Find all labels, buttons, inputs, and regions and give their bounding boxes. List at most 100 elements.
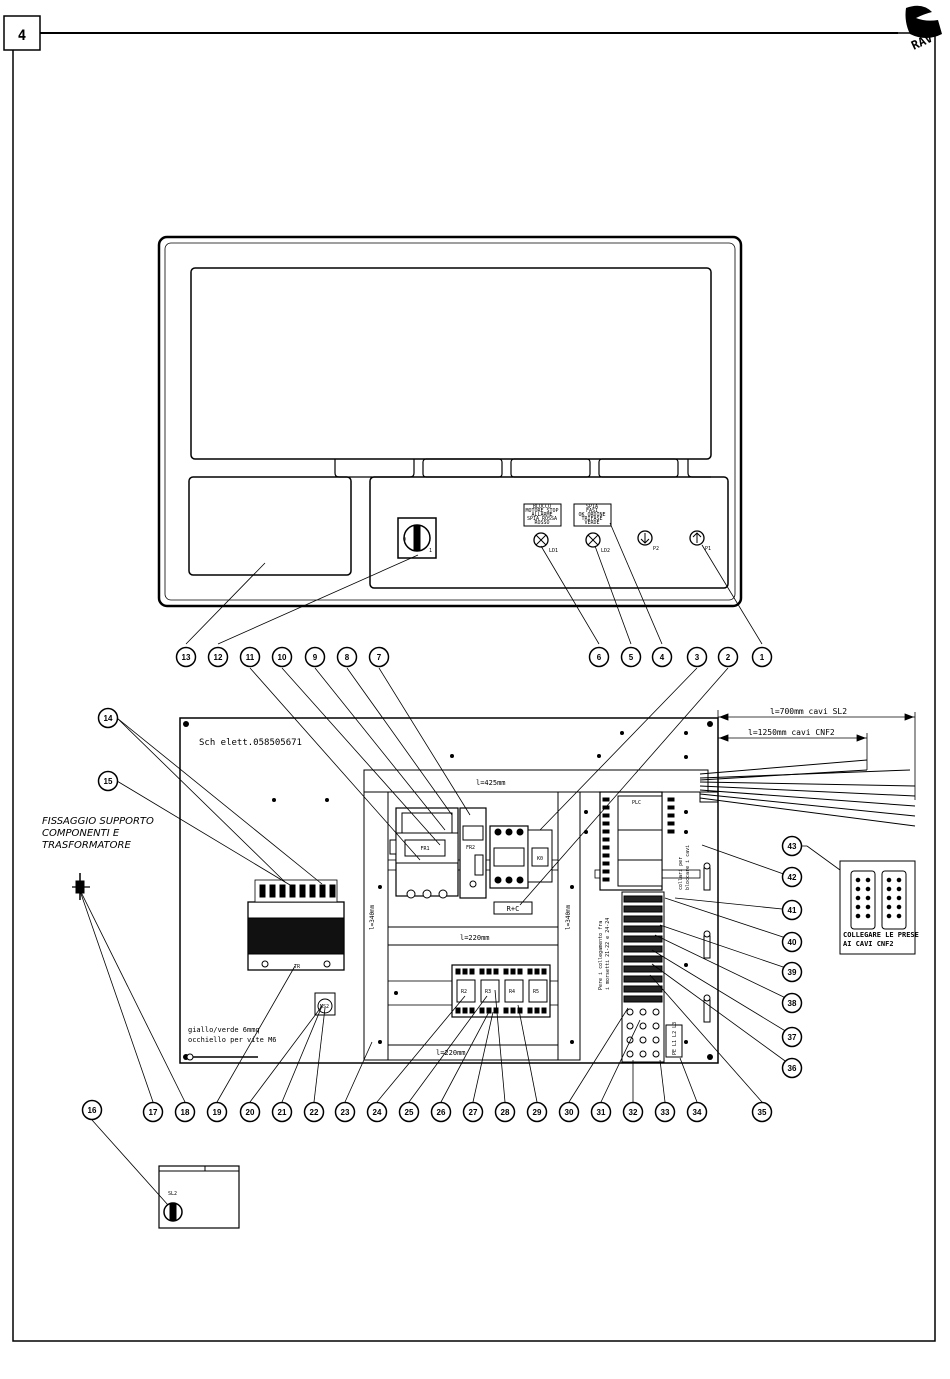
svg-text:bloccare i cavi: bloccare i cavi [685, 845, 691, 890]
svg-text:ROSSO: ROSSO [534, 520, 549, 526]
callout-14: 14 [97, 707, 119, 729]
button-p2-down-icon: P2 [637, 530, 659, 552]
svg-text:SPIA ROSSA: SPIA ROSSA [527, 516, 557, 522]
svg-text:SPIA: SPIA [586, 504, 598, 510]
svg-text:P2: P2 [653, 546, 659, 552]
callout-3: 3 [686, 646, 708, 668]
callout-37: 37 [781, 1026, 803, 1048]
svg-text:31: 31 [597, 1108, 606, 1117]
svg-text:ALLARME: ALLARME [531, 512, 552, 518]
svg-text:VERDE: VERDE [584, 520, 599, 526]
svg-text:LD1: LD1 [549, 548, 558, 554]
leader-lines-bottom [78, 667, 841, 1206]
cnf2-note: COLLEGARE LE PRESE AI CAVI CNF2 [843, 931, 919, 948]
callout-5: 5 [620, 646, 642, 668]
callout-40: 40 [781, 931, 803, 953]
svg-text:i morsetti 21-22 e 24-24: i morsetti 21-22 e 24-24 [605, 918, 611, 990]
svg-text:26: 26 [437, 1108, 446, 1117]
svg-text:K0: K0 [537, 856, 543, 862]
svg-text:MOTORE STOP: MOTORE STOP [525, 508, 558, 514]
mounting-plate [179, 717, 719, 1064]
callout-22: 22 [303, 1101, 325, 1123]
svg-text:TRASFORMATORE: TRASFORMATORE [42, 840, 131, 851]
svg-text:l=340mm: l=340mm [369, 904, 376, 930]
callout-39: 39 [781, 961, 803, 983]
svg-text:30: 30 [565, 1108, 574, 1117]
callout-38: 38 [781, 992, 803, 1014]
callout-15: 15 [97, 770, 119, 792]
svg-text:R3: R3 [485, 989, 491, 995]
svg-text:11: 11 [246, 653, 255, 662]
display-window [190, 267, 712, 460]
callout-32: 32 [622, 1101, 644, 1123]
svg-text:24: 24 [373, 1108, 382, 1117]
svg-text:AI CAVI CNF2: AI CAVI CNF2 [843, 940, 894, 948]
callout-24: 24 [366, 1101, 388, 1123]
cnf2-connectors [839, 860, 916, 955]
svg-text:l=220mm: l=220mm [460, 934, 490, 942]
callout-42: 42 [781, 866, 803, 888]
svg-text:OK ORDINE: OK ORDINE [578, 512, 605, 518]
callout-7: 7 [368, 646, 390, 668]
breaker-fr2: FR2 [459, 807, 487, 899]
svg-text:14: 14 [104, 714, 113, 723]
plc-unit: PLC [599, 791, 675, 891]
breaker-fr1: FR1 [389, 807, 459, 899]
callout-11: 11 [239, 646, 261, 668]
svg-text:27: 27 [469, 1108, 478, 1117]
svg-text:collari per: collari per [678, 857, 684, 890]
svg-text:4: 4 [18, 28, 26, 44]
svg-text:19: 19 [213, 1108, 222, 1117]
button-p1-up-icon: P1 [689, 530, 711, 552]
svg-text:34: 34 [693, 1108, 702, 1117]
svg-text:38: 38 [788, 999, 797, 1008]
callout-1: 1 [751, 646, 773, 668]
svg-text:32: 32 [629, 1108, 638, 1117]
plate-screws [183, 721, 713, 1060]
lamp-ld2-icon: LD2 [585, 532, 610, 554]
page-number-box: 4 [18, 28, 26, 44]
svg-text:35: 35 [758, 1108, 767, 1117]
brand-logo-icon: RAV [905, 5, 942, 53]
svg-text:1: 1 [760, 653, 765, 662]
svg-text:R5: R5 [533, 989, 539, 995]
callout-9: 9 [304, 646, 326, 668]
callout-30: 30 [558, 1101, 580, 1123]
svg-text:FR1: FR1 [420, 846, 429, 852]
callout-4: 4 [651, 646, 673, 668]
svg-text:TRIFASE: TRIFASE [581, 516, 602, 522]
ground-note: giallo/verde 6mmq occhiello per vite M6 [188, 1026, 277, 1044]
callout-33: 33 [654, 1101, 676, 1123]
svg-text:21: 21 [278, 1108, 287, 1117]
svg-text:16: 16 [88, 1106, 97, 1115]
svg-text:LD2: LD2 [601, 548, 610, 554]
callout-17: 17 [142, 1101, 164, 1123]
lower-left-window [188, 476, 352, 576]
cable-length-notes: l=700mm cavi SL2 l=1250mm cavi CNF2 [748, 707, 847, 737]
svg-text:2: 2 [726, 653, 731, 662]
callout-25: 25 [398, 1101, 420, 1123]
svg-text:1: 1 [429, 548, 432, 554]
svg-text:37: 37 [788, 1033, 797, 1042]
callout-23: 23 [334, 1101, 356, 1123]
svg-text:0: 0 [403, 537, 406, 543]
callout-26: 26 [430, 1101, 452, 1123]
callout-29: 29 [526, 1101, 548, 1123]
svg-text:29: 29 [533, 1108, 542, 1117]
svg-text:COLLEGARE LE PRESE: COLLEGARE LE PRESE [843, 931, 919, 939]
svg-text:giallo/verde 6mmq: giallo/verde 6mmq [188, 1026, 260, 1034]
svg-text:6: 6 [597, 653, 602, 662]
svg-text:l=700mm cavi SL2: l=700mm cavi SL2 [770, 707, 847, 716]
svg-text:41: 41 [788, 906, 797, 915]
svg-text:28: 28 [501, 1108, 510, 1117]
svg-text:FISSAGGIO SUPPORTO: FISSAGGIO SUPPORTO [42, 816, 154, 827]
svg-text:l=340mm: l=340mm [565, 904, 572, 930]
callout-41: 41 [781, 899, 803, 921]
terminal-note: Pere i collegamento fra i morsetti 21-22… [598, 918, 611, 990]
fixing-note: FISSAGGIO SUPPORTO COMPONENTI E TRASFORM… [42, 816, 154, 851]
transformer: TR [247, 879, 345, 971]
svg-text:13: 13 [182, 653, 191, 662]
dimension-lines [717, 710, 916, 800]
callout-6: 6 [588, 646, 610, 668]
